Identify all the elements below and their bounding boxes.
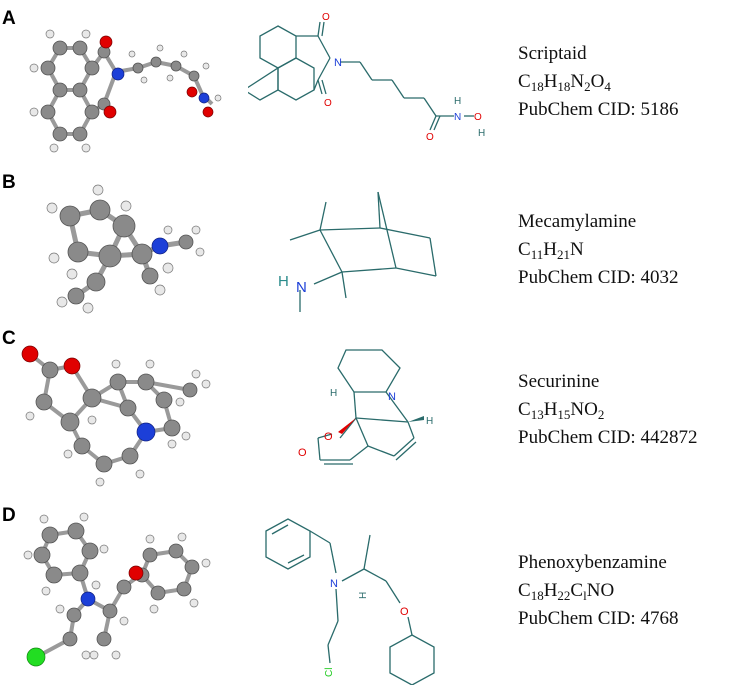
molecular-formula: C13H15NO2	[518, 396, 697, 424]
molecular-formula: C18H22ClNO	[518, 577, 678, 605]
structure-diagram-mecamylamine: H N	[278, 191, 437, 312]
formula-subscript: 4	[604, 79, 611, 94]
compound-info: Mecamylamine C11H21N PubChem CID: 4032	[518, 208, 678, 292]
atom-label-h: H	[454, 96, 461, 107]
atom-label-h: H	[358, 592, 369, 599]
formula-element: H	[543, 399, 558, 420]
formula-element: N	[569, 239, 584, 260]
formula-subscript: 18	[530, 79, 544, 94]
formula-element: C	[518, 399, 531, 420]
atom-label-o: O	[324, 431, 333, 443]
atom-label-h: H	[330, 388, 337, 399]
ball-stick-model-securinine	[21, 345, 211, 487]
structure-diagram-securinine: H N H O O	[298, 349, 433, 465]
formula-subscript: 18	[530, 588, 544, 603]
panel-letter: D	[2, 505, 16, 526]
atom-label-h: H	[426, 416, 433, 427]
formula-subscript: 13	[530, 407, 544, 422]
formula-element: H	[543, 580, 558, 601]
panel-d: D	[0, 505, 740, 685]
formula-element: O	[590, 71, 605, 92]
compound-info: Scriptaid C18H18N2O4 PubChem CID: 5186	[518, 40, 678, 124]
ball-stick-model-phenoxybenzamine	[23, 512, 211, 667]
atom-label-o: O	[324, 98, 332, 109]
atom-label-o: O	[426, 132, 434, 143]
compound-name: Phenoxybenzamine	[518, 552, 667, 573]
formula-element: C	[518, 239, 531, 260]
ball-stick-model-mecamylamine	[46, 184, 205, 314]
pubchem-cid: PubChem CID: 442872	[518, 427, 698, 448]
structure-diagram-phenoxybenzamine: N H O Cl	[265, 518, 435, 685]
formula-element: C	[570, 580, 584, 601]
formula-subscript: 15	[557, 407, 571, 422]
formula-subscript: 22	[557, 588, 571, 603]
panel-letter: A	[2, 8, 16, 29]
atom-label-n: N	[330, 578, 338, 590]
atom-label-n: N	[388, 391, 396, 403]
formula-element: H	[543, 239, 557, 260]
panel-b: B	[0, 172, 740, 322]
molecular-formula: C18H18N2O4	[518, 68, 678, 96]
atom-label-o: O	[322, 12, 330, 23]
formula-element: C	[518, 71, 531, 92]
compound-name: Mecamylamine	[518, 211, 637, 232]
structure-diagram-scriptaid: O N O O N H O H	[248, 12, 485, 143]
pubchem-cid: PubChem CID: 5186	[518, 99, 679, 120]
panel-a: A	[0, 8, 740, 168]
compound-name: Securinine	[518, 371, 600, 392]
formula-subscript: 18	[557, 79, 571, 94]
atom-label-n: N	[296, 279, 307, 296]
molecular-formula: C11H21N	[518, 236, 678, 264]
formula-subscript: 2	[597, 407, 605, 422]
formula-element: N	[570, 71, 585, 92]
formula-subscript: l	[583, 588, 587, 603]
panel-letter: C	[2, 328, 16, 349]
formula-subscript: 11	[530, 247, 544, 262]
pubchem-cid: PubChem CID: 4768	[518, 608, 679, 629]
atom-label-cl: Cl	[324, 668, 335, 677]
formula-subscript: 2	[584, 79, 591, 94]
atom-label-h: H	[278, 273, 289, 290]
formula-element: H	[543, 71, 558, 92]
compound-name: Scriptaid	[518, 43, 587, 64]
formula-element: O	[584, 399, 598, 420]
formula-element: O	[600, 580, 615, 601]
ball-stick-model-scriptaid	[29, 29, 222, 153]
atom-label-o: O	[298, 447, 307, 459]
atom-label-o: O	[400, 606, 409, 618]
compound-info: Securinine C13H15NO2 PubChem CID: 442872	[518, 368, 697, 452]
formula-element: N	[586, 580, 601, 601]
formula-subscript: 21	[556, 247, 570, 262]
panel-letter: B	[2, 172, 16, 193]
atom-label-h: H	[478, 128, 485, 139]
formula-element: C	[518, 580, 531, 601]
formula-element: N	[570, 399, 585, 420]
pubchem-cid: PubChem CID: 4032	[518, 267, 679, 288]
atom-label-n: N	[334, 57, 342, 69]
atom-label-o: O	[474, 112, 482, 123]
compound-info: Phenoxybenzamine C18H22ClNO PubChem CID:…	[518, 549, 678, 633]
atom-label-n: N	[454, 112, 461, 123]
panel-c: C	[0, 328, 740, 493]
